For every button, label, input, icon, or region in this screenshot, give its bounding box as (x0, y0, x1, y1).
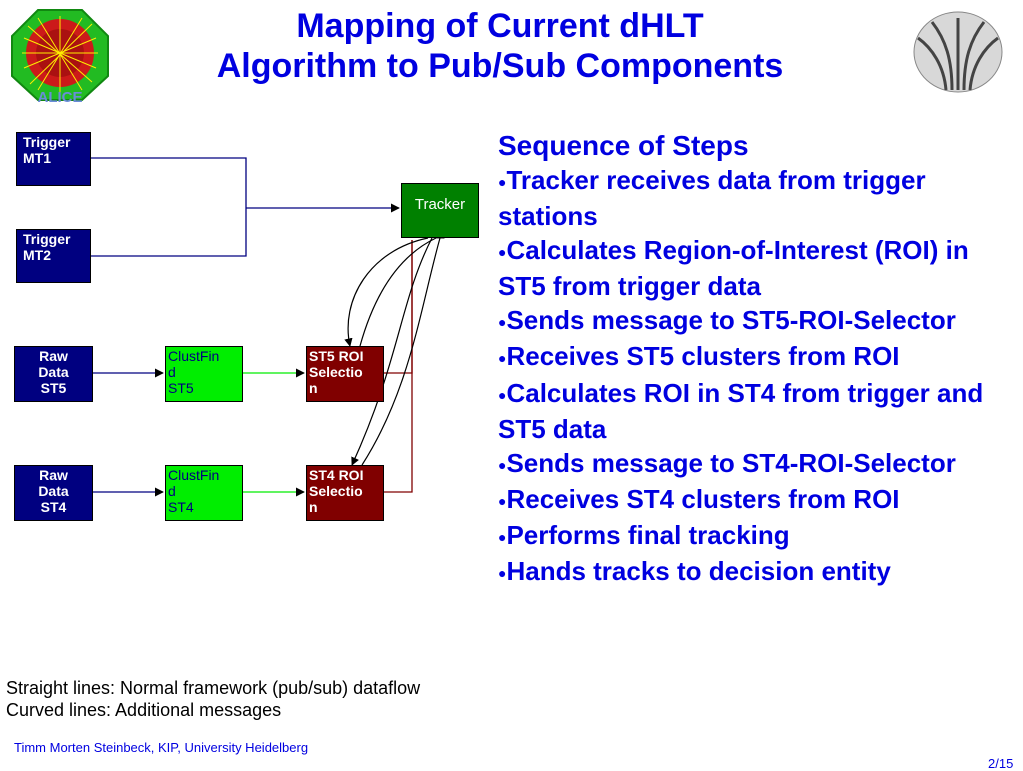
steps-heading: Sequence of Steps (498, 130, 749, 161)
sel-st4-label-2: Selectio (309, 483, 363, 499)
raw-st5-label-2: Data (38, 364, 69, 380)
clusterfinder-st4-box: ClustFin d ST4 (165, 465, 243, 521)
page-title: Mapping of Current dHLT Algorithm to Pub… (130, 6, 870, 86)
page-number: 2/15 (988, 756, 1014, 771)
st5-roi-selection-box: ST5 ROI Selectio n (306, 346, 384, 402)
footer-author: Timm Morten Steinbeck, KIP, University H… (14, 740, 309, 755)
trigger-mt1-box: Trigger MT1 (16, 132, 91, 186)
step-item: ●Calculates ROI in ST4 from trigger and … (498, 376, 1018, 446)
steps-list: Sequence of Steps ●Tracker receives data… (498, 129, 1018, 590)
step-item: ●Tracker receives data from trigger stat… (498, 163, 1018, 233)
step-text: Calculates Region-of-Interest (ROI) in S… (498, 235, 969, 302)
bullet-icon: ● (498, 386, 507, 403)
step-text: Calculates ROI in ST4 from trigger and S… (498, 377, 984, 444)
raw-st4-label-2: Data (38, 483, 69, 499)
sel-st4-label-1: ST4 ROI (309, 467, 364, 483)
raw-st4-label-1: Raw (39, 467, 68, 483)
trigger-mt2-box: Trigger MT2 (16, 229, 91, 283)
clust-st5-label-3: ST5 (168, 380, 194, 396)
curve-msg-st5-return (359, 230, 445, 347)
title-line-1: Mapping of Current dHLT (296, 7, 704, 45)
step-item: ●Receives ST5 clusters from ROI (498, 339, 1018, 375)
st4-roi-selection-box: ST4 ROI Selectio n (306, 465, 384, 521)
bullet-icon: ● (498, 244, 507, 261)
svg-text:ALICE: ALICE (38, 89, 83, 104)
legend-caption: Straight lines: Normal framework (pub/su… (6, 677, 420, 721)
step-text: Performs final tracking (506, 519, 790, 550)
bullet-icon: ● (498, 174, 507, 191)
bullet-icon: ● (498, 456, 507, 473)
step-text: Receives ST5 clusters from ROI (506, 341, 900, 372)
trigger-mt1-label-2: MT1 (23, 150, 51, 166)
bullet-icon: ● (498, 492, 507, 509)
step-item: ●Hands tracks to decision entity (498, 554, 1018, 590)
line-mt1 (91, 157, 247, 208)
clust-st4-label-3: ST4 (168, 499, 194, 515)
kip-logo-icon (913, 11, 1003, 93)
step-item: ●Receives ST4 clusters from ROI (498, 482, 1018, 518)
caption-line-2: Curved lines: Additional messages (6, 700, 282, 720)
raw-data-st5-box: Raw Data ST5 (14, 346, 93, 402)
bullet-icon: ● (498, 565, 507, 582)
clust-st4-label-1: ClustFin (168, 467, 220, 483)
raw-st4-label-3: ST4 (40, 499, 67, 515)
step-text: Sends message to ST5-ROI-Selector (506, 305, 956, 336)
line-sel4-tracker (384, 240, 413, 493)
step-item: ●Sends message to ST4-ROI-Selector (498, 446, 1018, 482)
step-item: ●Calculates Region-of-Interest (ROI) in … (498, 233, 1018, 303)
trigger-mt2-label-1: Trigger (23, 231, 71, 247)
curve-msg-st4 (351, 237, 433, 466)
sel-st5-label-1: ST5 ROI (309, 348, 364, 364)
bullet-icon: ● (498, 314, 507, 331)
step-text: Hands tracks to decision entity (506, 556, 891, 586)
raw-st5-label-1: Raw (39, 348, 68, 364)
sel-st5-label-2: Selectio (309, 364, 363, 380)
line-mt2 (91, 208, 247, 257)
title-line-2: Algorithm to Pub/Sub Components (216, 47, 784, 85)
trigger-mt2-label-2: MT2 (23, 247, 51, 263)
clust-st4-label-2: d (168, 483, 176, 499)
clust-st5-label-1: ClustFin (168, 348, 220, 364)
bullet-icon: ● (498, 350, 507, 367)
sel-st4-label-3: n (309, 499, 318, 515)
step-item: ●Sends message to ST5-ROI-Selector (498, 303, 1018, 339)
step-text: Sends message to ST4-ROI-Selector (506, 447, 956, 478)
trigger-mt1-label-1: Trigger (23, 134, 71, 150)
line-sel5-tracker (384, 240, 413, 374)
tracker-box: Tracker (401, 183, 479, 238)
clusterfinder-st5-box: ClustFin d ST5 (165, 346, 243, 402)
raw-st5-label-3: ST5 (40, 380, 67, 396)
raw-data-st4-box: Raw Data ST4 (14, 465, 93, 521)
sel-st5-label-3: n (309, 380, 318, 396)
caption-line-1: Straight lines: Normal framework (pub/su… (6, 678, 421, 698)
step-text: Receives ST4 clusters from ROI (506, 483, 900, 514)
bullet-icon: ● (498, 529, 507, 545)
clust-st5-label-2: d (168, 364, 176, 380)
alice-logo-icon: ALICE (11, 9, 109, 104)
step-item: ●Performs final tracking (498, 518, 1018, 554)
curve-msg-st5 (344, 237, 429, 347)
curve-msg-st4-return (361, 229, 447, 466)
step-text: Tracker receives data from trigger stati… (498, 165, 926, 232)
tracker-label: Tracker (414, 196, 466, 213)
